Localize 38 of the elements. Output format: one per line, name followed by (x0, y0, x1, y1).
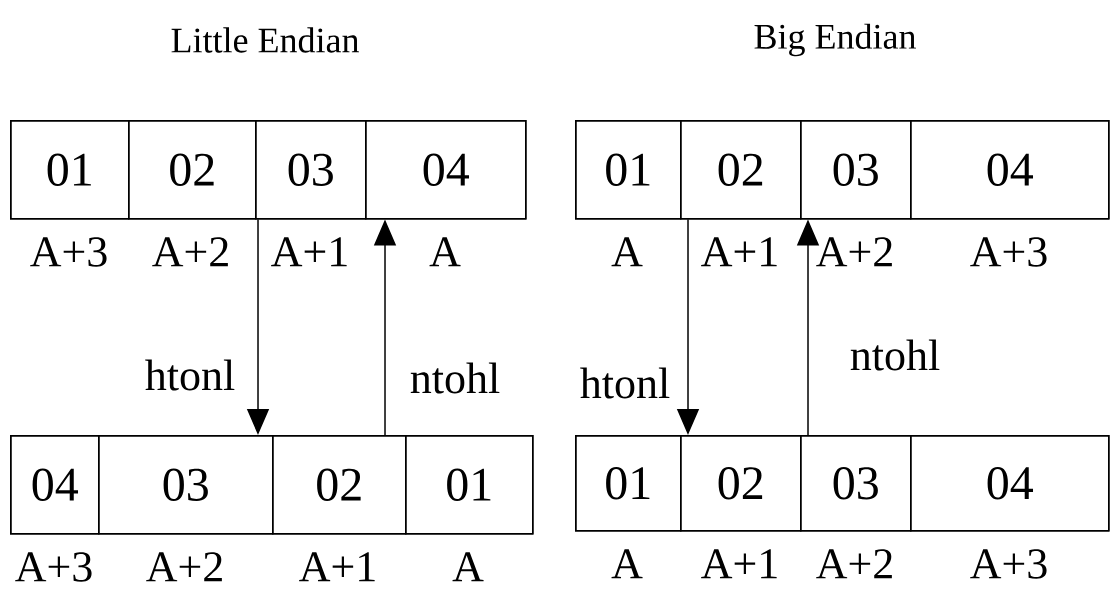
address-label: A+2 (152, 237, 228, 267)
edge-label: ntohl (410, 362, 500, 394)
edge-label: ntohl (850, 339, 940, 371)
address-label: A+2 (146, 552, 222, 582)
address-label: A+3 (15, 552, 92, 582)
byte-cell: 01 (10, 120, 130, 220)
byte-cell: 02 (680, 435, 802, 532)
heading: Big Endian (754, 23, 916, 57)
edge-label: htonl (580, 367, 670, 399)
address-label: A+3 (970, 237, 1047, 267)
byte-cell: 03 (98, 435, 274, 535)
byte-cell: 01 (575, 120, 682, 220)
byte-cell: 04 (365, 120, 527, 220)
address-label: A+3 (970, 549, 1047, 579)
byte-cell: 04 (910, 120, 1110, 220)
byte-cell: 03 (255, 120, 367, 220)
byte-cell: 02 (128, 120, 257, 220)
address-label: A (611, 549, 643, 579)
address-label: A+3 (30, 237, 107, 267)
address-label: A+2 (816, 237, 892, 267)
address-label: A+2 (816, 549, 892, 579)
address-label: A (452, 552, 484, 582)
address-label: A (611, 237, 643, 267)
address-label: A+1 (701, 549, 777, 579)
byte-cell: 03 (800, 435, 912, 532)
byte-cell: 04 (910, 435, 1110, 532)
heading: Little Endian (171, 27, 359, 53)
byte-cell: 04 (10, 435, 100, 535)
byte-cell: 02 (680, 120, 802, 220)
address-label: A+1 (701, 237, 777, 267)
byte-cell: 01 (575, 435, 682, 532)
address-label: A+1 (271, 237, 347, 267)
byte-cell: 02 (272, 435, 407, 535)
byte-cell: 01 (405, 435, 534, 535)
address-label: A (429, 237, 461, 267)
edge-label: htonl (145, 359, 235, 391)
byte-cell: 03 (800, 120, 912, 220)
address-label: A+1 (299, 552, 375, 582)
